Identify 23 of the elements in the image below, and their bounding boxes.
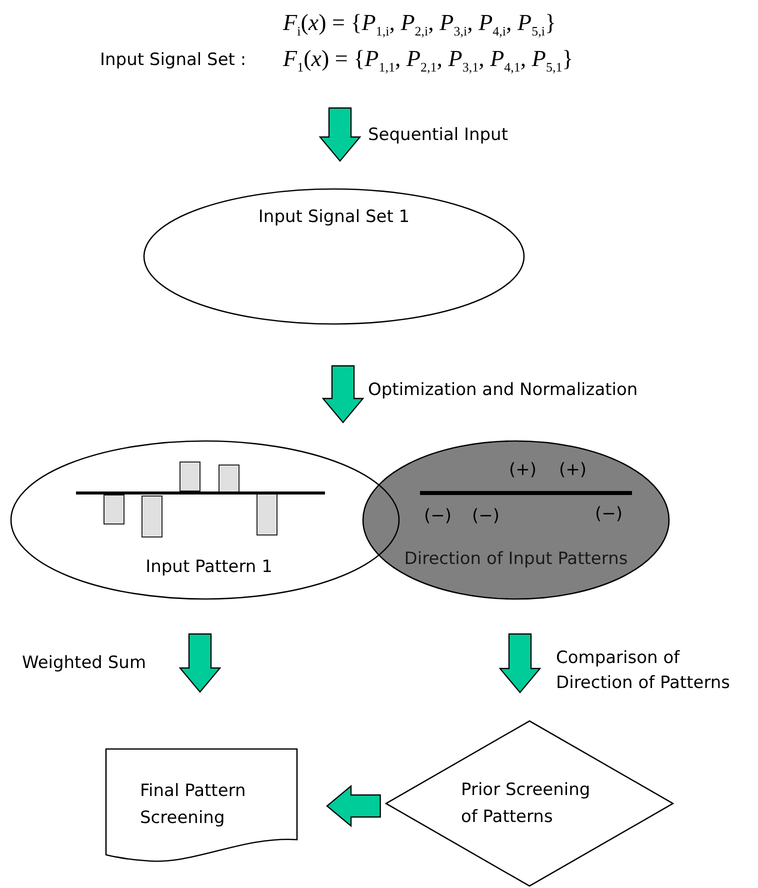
sign-label: (+) (509, 460, 537, 480)
shaded-ellipse-node (362, 440, 670, 600)
document-node (105, 748, 298, 864)
text-label: Input Signal Set : (100, 50, 246, 70)
sign-label: (−) (595, 504, 623, 524)
sign-label: (+) (559, 460, 587, 480)
decision-diamond (385, 720, 674, 887)
block-arrow (322, 365, 364, 424)
formula: F$_{i}$(x) = {P$_{1,i}$, P$_{2,i}$, P$_{3,i}$, P$_{4,i}$, P$_{5,i}$} (283, 10, 556, 40)
node-label: Final Pattern Screening (140, 780, 247, 830)
sign-label: (−) (472, 506, 500, 526)
block-arrow (178, 633, 222, 693)
block-arrow (326, 784, 381, 828)
sign-label: (−) (424, 506, 452, 526)
node-label: Direction of Input Patterns (403, 548, 629, 571)
formula: F$_{1}$(x) = {P$_{1,1}$, P$_{2,1}$, P$_{3,1}$, P$_{4,1}$, P$_{5,1}$} (283, 46, 574, 76)
ellipse-node (143, 188, 525, 325)
node-label: Input Pattern 1 (144, 556, 274, 579)
ellipse-node (10, 440, 400, 600)
block-arrow (318, 107, 362, 162)
node-label: Prior Screening of Patterns (461, 779, 592, 830)
node-label: Input Signal Set 1 (257, 206, 411, 229)
block-arrow (498, 633, 542, 694)
